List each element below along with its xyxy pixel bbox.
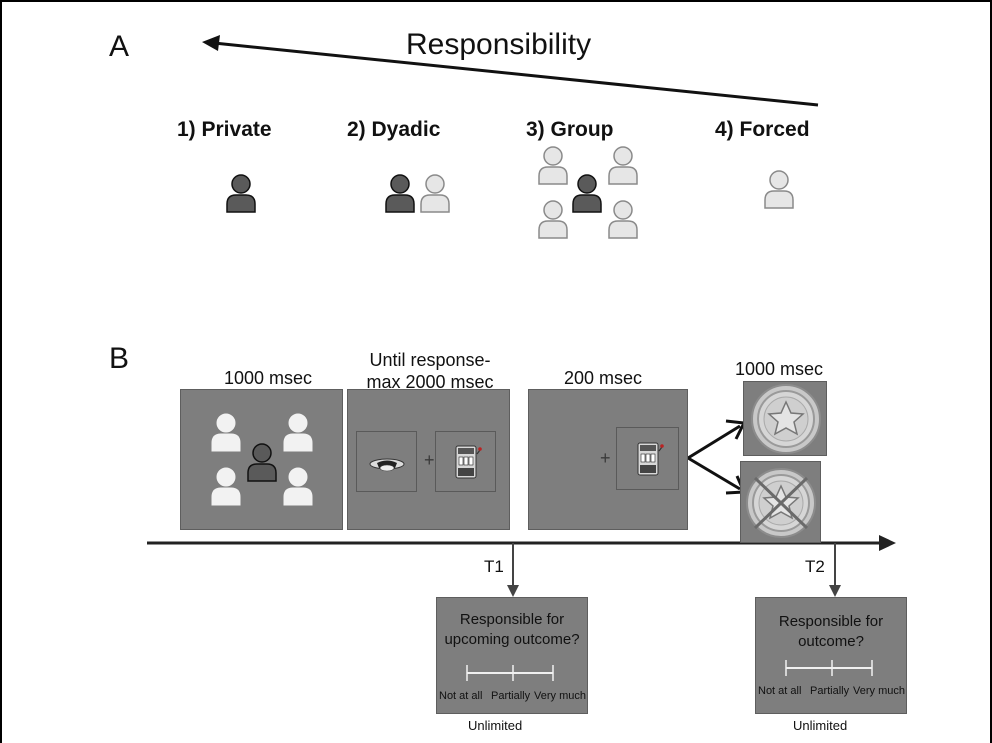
choice-screen: + xyxy=(347,389,510,530)
cue-other-person-icon xyxy=(283,467,313,506)
t2-question-line1: Responsible for xyxy=(778,613,884,630)
t1-scale-high: Very much xyxy=(534,690,586,702)
group-person-icon xyxy=(538,200,568,239)
stage2-timing-line2: max 2000 msec xyxy=(366,372,494,392)
responsibility-arrow xyxy=(213,41,819,107)
dyadic-other-icon xyxy=(420,174,450,213)
forced-person-icon xyxy=(764,170,794,209)
condition-label-dyadic: 2) Dyadic xyxy=(347,118,441,141)
t1-scale-mid: Partially xyxy=(491,690,531,702)
win-branch-arrow xyxy=(687,424,741,460)
group-person-icon xyxy=(608,146,638,185)
t1-probe-arrow-head xyxy=(507,585,519,597)
t1-question-screen: Responsible for upcoming outcome? Not at… xyxy=(436,597,588,714)
t1-scale-low: Not at all xyxy=(439,690,483,702)
dyadic-self-icon xyxy=(385,174,415,213)
timeline-arrow-head xyxy=(879,535,896,551)
cue-other-person-icon xyxy=(211,467,241,506)
selection-screen: + xyxy=(528,389,688,530)
cue-other-person-icon xyxy=(283,413,313,452)
condition-label-forced: 4) Forced xyxy=(715,118,810,141)
fixation-cross: + xyxy=(600,448,611,468)
t2-scale-low: Not at all xyxy=(758,685,802,697)
group-person-icon xyxy=(538,146,568,185)
t2-duration: Unlimited xyxy=(793,718,848,733)
star-coin-icon xyxy=(751,384,821,454)
t2-probe-arrow-head xyxy=(829,585,841,597)
loss-branch-arrow xyxy=(687,456,741,491)
right-option-box xyxy=(435,431,496,492)
left-option-box xyxy=(356,431,417,492)
group-person-icon xyxy=(608,200,638,239)
stage4-timing: 1000 msec xyxy=(735,359,824,379)
t1-rating-scale xyxy=(466,665,554,681)
cue-other-person-icon xyxy=(211,413,241,452)
panel-a-letter: A xyxy=(109,30,130,63)
fixation-cross: + xyxy=(424,450,435,470)
t2-rating-scale xyxy=(785,660,873,676)
group-cue-people xyxy=(211,413,313,506)
slot-machine-icon xyxy=(637,442,665,476)
stage2-timing: Until response- max 2000 msec xyxy=(356,349,504,393)
stage2-timing-line1: Until response- xyxy=(369,350,491,370)
t2-question-line2: outcome? xyxy=(798,633,864,650)
selected-option-box xyxy=(616,427,679,490)
group-self-icon xyxy=(572,174,602,213)
loss-outcome-screen xyxy=(740,461,821,543)
stage3-timing: 200 msec xyxy=(564,368,643,388)
t1-duration: Unlimited xyxy=(468,718,523,733)
t1-question-line2: upcoming outcome? xyxy=(444,631,580,648)
stage1-timing: 1000 msec xyxy=(224,368,313,388)
t2-scale-high: Very much xyxy=(853,685,905,697)
group-cue-screen xyxy=(180,389,343,530)
t2-label: T2 xyxy=(805,557,825,576)
condition-label-private: 1) Private xyxy=(177,118,272,141)
win-outcome-screen xyxy=(743,381,827,456)
crossed-coin-icon xyxy=(746,468,816,538)
t2-scale-mid: Partially xyxy=(810,685,850,697)
slot-machine-icon xyxy=(455,445,483,479)
panel-b-letter: B xyxy=(109,342,130,375)
responsibility-arrow-head xyxy=(202,35,220,51)
private-person-icon xyxy=(226,174,256,213)
hat-icon xyxy=(369,458,405,472)
t1-question-line1: Responsible for xyxy=(459,611,565,628)
condition-label-group: 3) Group xyxy=(526,118,614,141)
cue-self-person-icon xyxy=(247,443,277,482)
responsibility-axis-title: Responsibility xyxy=(406,28,592,61)
t1-label: T1 xyxy=(484,557,504,576)
t2-question-screen: Responsible for outcome? Not at all Part… xyxy=(755,597,907,714)
